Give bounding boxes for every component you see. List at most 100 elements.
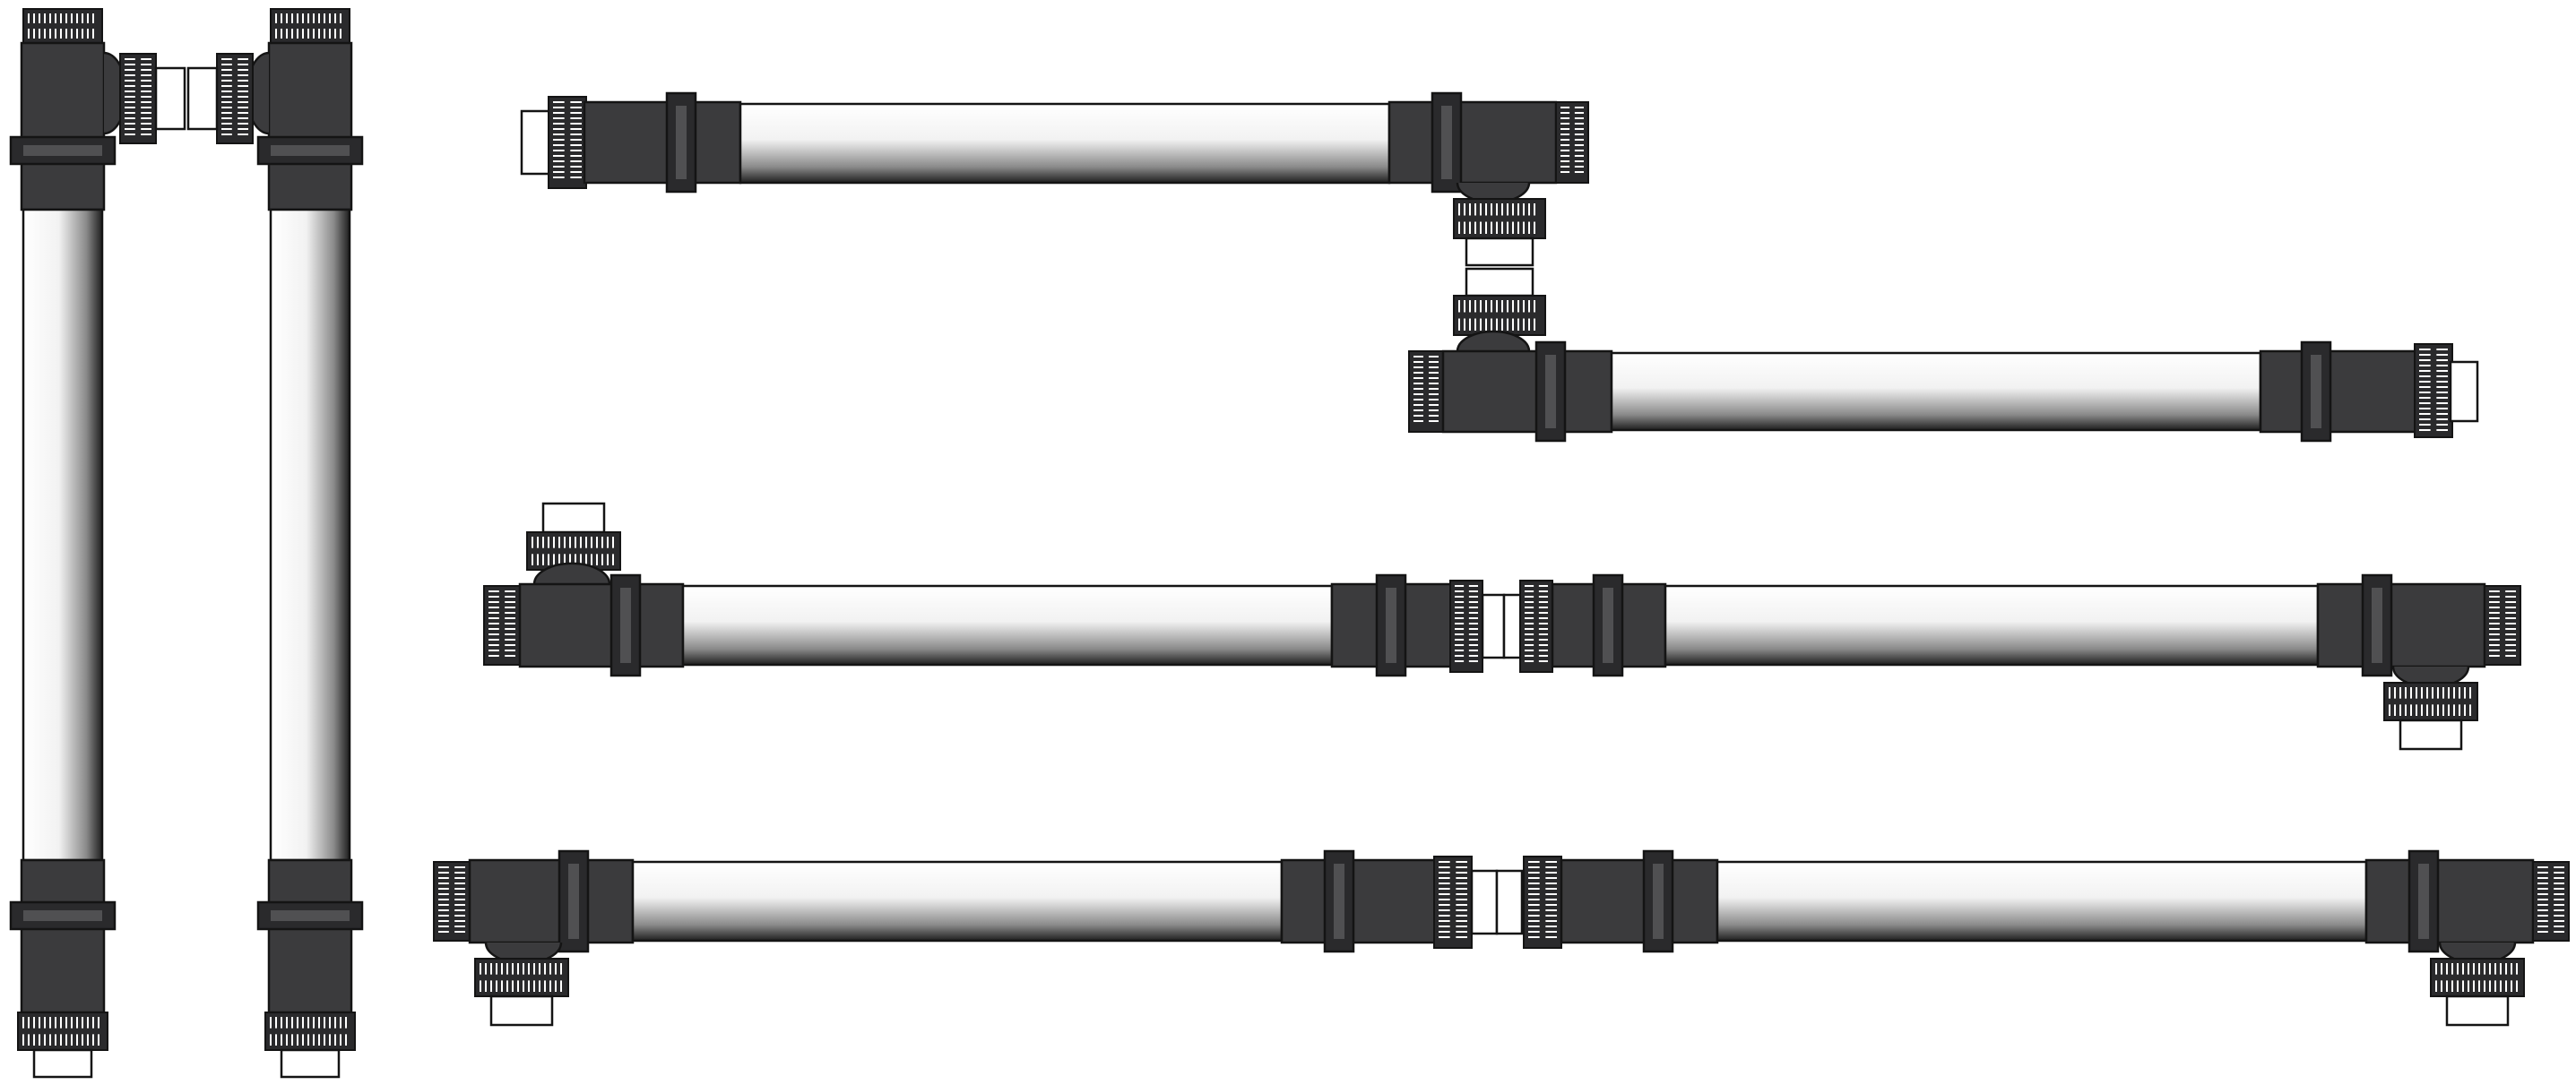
open-pipe-end bbox=[32, 1048, 93, 1079]
open-pipe-end bbox=[2449, 360, 2479, 423]
clamp-band-stripe bbox=[620, 588, 631, 663]
threaded-nut bbox=[1453, 198, 1546, 239]
open-pipe-end bbox=[1465, 237, 1534, 267]
clamp-band-stripe bbox=[1653, 864, 1664, 939]
nut-thread-ticks bbox=[125, 58, 151, 135]
nut-thread-ticks bbox=[438, 866, 465, 933]
fitting-body bbox=[468, 858, 635, 944]
fitting-body bbox=[1441, 349, 1613, 434]
upper-right-step-assembly bbox=[520, 91, 2479, 443]
nut-thread-ticks bbox=[221, 58, 248, 135]
nut-thread-ticks bbox=[275, 13, 341, 39]
clamp-band-stripe bbox=[568, 864, 579, 939]
nut-thread-ticks bbox=[488, 590, 515, 657]
pipe bbox=[1610, 351, 2262, 432]
clamp-band-stripe bbox=[23, 145, 102, 156]
open-pipe-end bbox=[541, 502, 606, 534]
nut-thread-ticks bbox=[22, 1017, 99, 1046]
pipe bbox=[631, 860, 1284, 943]
nut-thread-ticks bbox=[1458, 300, 1535, 331]
pipe bbox=[1664, 584, 2320, 667]
open-pipe-end bbox=[1495, 869, 1524, 935]
fitting-body bbox=[20, 858, 106, 1014]
open-pipe-end bbox=[154, 66, 186, 131]
tee-outlet bbox=[1456, 330, 1531, 352]
lower-run-assembly bbox=[433, 849, 2570, 1027]
threaded-nut bbox=[2532, 861, 2570, 942]
clamp-band-stripe bbox=[2372, 588, 2382, 663]
fitting-body bbox=[2364, 858, 2535, 944]
clamp-band-stripe bbox=[271, 145, 350, 156]
pipe bbox=[22, 208, 104, 862]
nut-thread-ticks bbox=[1458, 203, 1535, 234]
nut-thread-ticks bbox=[28, 13, 94, 39]
nut-thread-ticks bbox=[553, 101, 582, 178]
fitting-body bbox=[1280, 858, 1438, 944]
threaded-nut bbox=[483, 585, 521, 666]
threaded-nut bbox=[1519, 580, 1553, 673]
threaded-nut bbox=[1453, 295, 1546, 336]
clamp-band-stripe bbox=[1334, 864, 1344, 939]
open-pipe-end bbox=[186, 66, 219, 131]
clamp-band-stripe bbox=[1545, 355, 1556, 428]
nut-thread-ticks bbox=[480, 963, 562, 992]
threaded-nut bbox=[2383, 682, 2478, 721]
open-pipe-end bbox=[2399, 719, 2463, 751]
nut-thread-ticks bbox=[1455, 585, 1478, 662]
pipe bbox=[681, 584, 1334, 667]
fitting-body bbox=[267, 41, 353, 211]
threaded-nut bbox=[1523, 856, 1562, 949]
threaded-nut bbox=[270, 8, 350, 44]
nut-thread-ticks bbox=[1413, 356, 1439, 422]
nut-thread-ticks bbox=[2419, 349, 2448, 431]
fitting-body bbox=[1560, 858, 1719, 944]
threaded-nut bbox=[548, 96, 587, 189]
open-pipe-end bbox=[280, 1048, 341, 1079]
open-pipe-end bbox=[2445, 995, 2510, 1027]
clamp-band-stripe bbox=[1386, 588, 1396, 663]
threaded-nut bbox=[2484, 585, 2521, 666]
fitting-body bbox=[583, 100, 742, 185]
fitting-body bbox=[267, 858, 353, 1014]
tee-outlet bbox=[532, 562, 611, 585]
threaded-nut bbox=[433, 861, 471, 942]
pipe bbox=[269, 208, 351, 862]
fitting-body bbox=[518, 582, 685, 668]
fitting-body bbox=[2259, 349, 2418, 434]
threaded-nut bbox=[1433, 856, 1473, 949]
nut-thread-ticks bbox=[1525, 585, 1548, 662]
threaded-nut bbox=[1449, 580, 1483, 673]
open-pipe-end bbox=[489, 995, 554, 1027]
threaded-nut bbox=[2430, 958, 2525, 997]
fitting-body bbox=[20, 41, 106, 211]
nut-thread-ticks bbox=[270, 1017, 347, 1046]
nut-thread-ticks bbox=[1560, 107, 1584, 173]
clamp-band-stripe bbox=[676, 106, 687, 179]
nut-thread-ticks bbox=[1528, 861, 1557, 938]
threaded-nut bbox=[22, 8, 103, 44]
vertical-pipe-pair bbox=[9, 8, 364, 1079]
threaded-nut bbox=[2414, 343, 2453, 438]
fitting-body bbox=[2316, 582, 2486, 668]
pipe bbox=[1716, 860, 2368, 943]
open-pipe-end bbox=[1481, 593, 1506, 659]
clamp-band-stripe bbox=[1441, 106, 1452, 179]
clamp-band-stripe bbox=[2311, 355, 2321, 428]
clamp-band-stripe bbox=[1603, 588, 1613, 663]
threaded-nut bbox=[474, 958, 569, 997]
fitting-body bbox=[1387, 100, 1558, 185]
nut-thread-ticks bbox=[2435, 963, 2518, 992]
threaded-nut bbox=[1555, 101, 1589, 184]
clamp-band-stripe bbox=[23, 910, 102, 921]
open-pipe-end bbox=[1465, 267, 1534, 297]
nut-thread-ticks bbox=[1439, 861, 1467, 938]
nut-thread-ticks bbox=[532, 537, 614, 565]
nut-thread-ticks bbox=[2489, 590, 2516, 657]
clamp-band-stripe bbox=[2418, 864, 2429, 939]
middle-run-assembly bbox=[483, 502, 2521, 751]
nut-thread-ticks bbox=[2389, 687, 2471, 716]
pipe bbox=[739, 102, 1391, 185]
nut-thread-ticks bbox=[2537, 866, 2564, 933]
threaded-nut bbox=[1408, 350, 1444, 433]
